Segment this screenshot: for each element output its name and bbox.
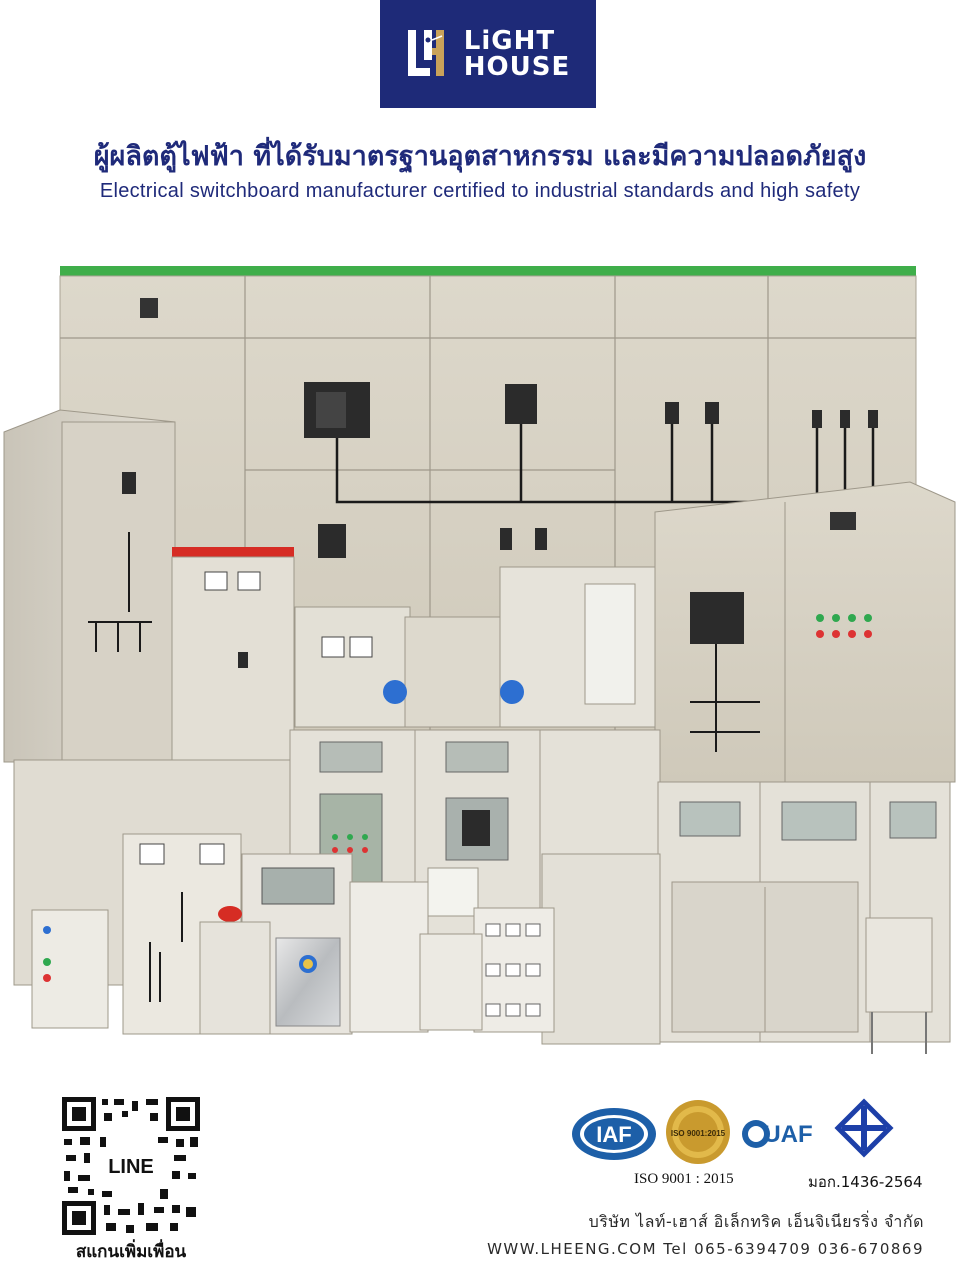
brand-logo: LiGHT HOUSE [380,0,596,108]
brand-name-line1: LiGHT [463,26,556,56]
certification-badges: IAF ISO 9001:2015 UAF [572,1098,894,1164]
iaf-badge-icon: IAF [572,1108,656,1160]
iso-certified-seal-icon: ISO 9001:2015 [666,1100,730,1164]
headline-thai: ผู้ผลิตตู้ไฟฟ้า ที่ได้รับมาตรฐานอุตสาหกร… [93,141,867,172]
uaf-badge-icon: UAF [742,1120,813,1148]
qr-code-icon[interactable]: LINE [62,1097,200,1235]
company-name: บริษัท ไลท์-เฮาส์ อิเล็กทริค เอ็นจิเนียร… [588,1212,924,1231]
headline-english: Electrical switchboard manufacturer cert… [99,180,861,202]
svg-text:UAF: UAF [763,1121,812,1148]
svg-text:IAF: IAF [596,1122,631,1147]
switchboard-collage-image [3,266,956,1054]
svg-text:ISO 9001:2015: ISO 9001:2015 [671,1129,726,1138]
qr-center-label: LINE [108,1156,154,1178]
iso-standard-label: ISO 9001 : 2015 [634,1171,734,1187]
brand-name-line2: HOUSE [463,52,571,82]
qr-caption: สแกนเพิ่มเพื่อน [75,1242,187,1262]
contact-info[interactable]: WWW.LHEENG.COM Tel 065-6394709 036-67086… [487,1240,924,1258]
tisi-logo-icon [834,1098,894,1158]
light-house-logo-icon [407,30,444,76]
tis-standard-label: มอก.1436-2564 [808,1173,923,1191]
